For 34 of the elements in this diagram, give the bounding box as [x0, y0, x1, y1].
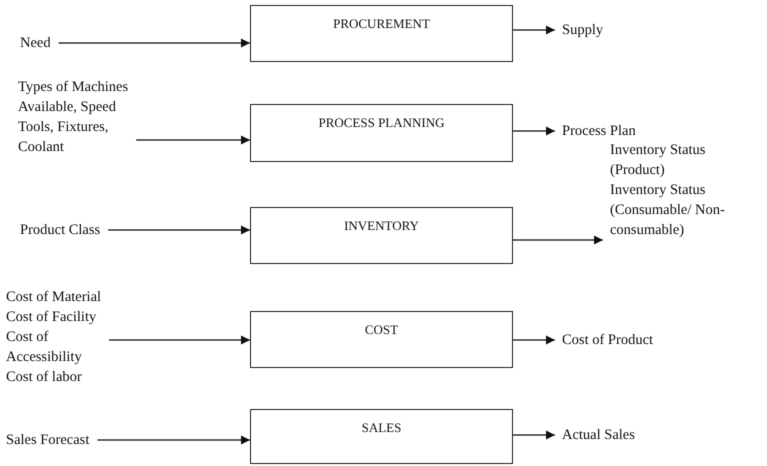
process-box: [250, 207, 513, 264]
arrow: [97, 436, 250, 444]
flow-label: Actual Sales: [562, 426, 636, 445]
box-title: PROCUREMENT: [332, 15, 431, 33]
flow-label: Product Class: [20, 221, 102, 240]
arrow: [513, 336, 555, 344]
box-title: INVENTORY: [343, 217, 420, 235]
arrow: [513, 236, 603, 244]
box-title: SALES: [360, 419, 402, 437]
process-box: [250, 104, 513, 162]
arrow: [109, 336, 250, 344]
flow-label: Inventory Status (Product): [610, 141, 706, 180]
flow-label: Need: [20, 34, 52, 53]
flow-label: Supply: [562, 21, 604, 40]
flow-label: Process Plan: [562, 122, 637, 141]
process-box: [250, 5, 513, 62]
box-title: COST: [364, 321, 400, 339]
process-box: [250, 409, 513, 464]
arrow: [108, 226, 250, 234]
flow-label: Sales Forecast: [6, 431, 90, 450]
arrow: [513, 430, 555, 440]
flow-label: Inventory Status (Consumable/ Non-consumable): [610, 181, 726, 240]
flow-label: Types of Machines Available, Speed Tools, Fixtures, Coolant: [18, 78, 130, 157]
flow-label: Cost of Facility: [6, 308, 98, 327]
process-box: [250, 311, 513, 368]
arrow: [136, 136, 250, 144]
flow-label: Cost of Product: [562, 331, 654, 350]
flow-label: Cost of Accessibility: [6, 328, 83, 367]
arrow: [513, 126, 555, 136]
flow-label: Cost of Material: [6, 288, 102, 307]
box-title: PROCESS PLANNING: [317, 114, 446, 132]
flow-label: Cost of labor: [6, 368, 83, 387]
arrow: [58, 38, 250, 48]
arrow: [513, 26, 555, 34]
